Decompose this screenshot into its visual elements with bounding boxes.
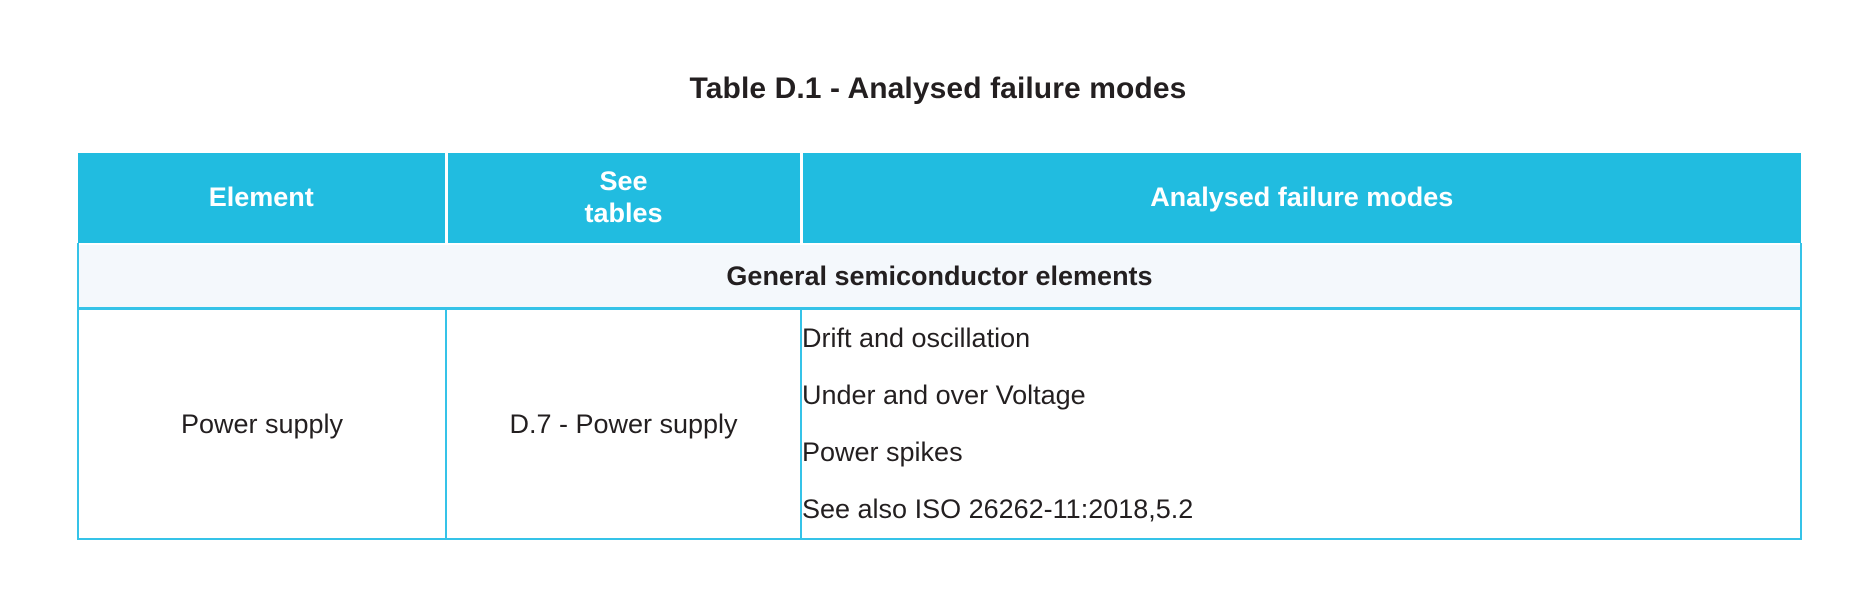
failure-mode-item: Drift and oscillation: [802, 323, 1031, 353]
failure-mode-item: Power spikes: [802, 437, 963, 467]
cell-element: Power supply: [77, 307, 447, 540]
cell-see-tables: D.7 - Power supply: [445, 307, 802, 540]
column-header-see-tables-line1: See: [599, 166, 648, 197]
table-caption: Table D.1 - Analysed failure modes: [689, 72, 1187, 105]
cell-analysed-failure-modes: Drift and oscillation Under and over Vol…: [800, 307, 1802, 540]
section-header-row: General semiconductor elements: [77, 243, 1802, 310]
column-header-see-tables-line2: tables: [584, 198, 663, 228]
failure-modes-list: Drift and oscillation Under and over Vol…: [802, 325, 1800, 523]
failure-mode-item: Under and over Voltage: [802, 380, 1086, 410]
table-row: Power supply D.7 - Power supply Drift an…: [77, 307, 1802, 540]
column-header-see-tables: See tables: [444, 153, 801, 244]
analysed-failure-modes-table: Element See tables Analysed failure mode…: [77, 153, 1802, 540]
section-title-general-semiconductor-elements: General semiconductor elements: [77, 243, 1802, 310]
table-body: General semiconductor elements Power sup…: [77, 243, 1802, 540]
table-header: Element See tables Analysed failure mode…: [78, 153, 1801, 244]
column-header-element: Element: [78, 153, 446, 244]
column-header-analysed-failure-modes: Analysed failure modes: [799, 153, 1801, 244]
failure-mode-item: See also ISO 26262-11:2018,5.2: [802, 494, 1194, 524]
failure-modes-table-container: Element See tables Analysed failure mode…: [77, 153, 1802, 540]
table-header-row: Element See tables Analysed failure mode…: [78, 153, 1801, 244]
